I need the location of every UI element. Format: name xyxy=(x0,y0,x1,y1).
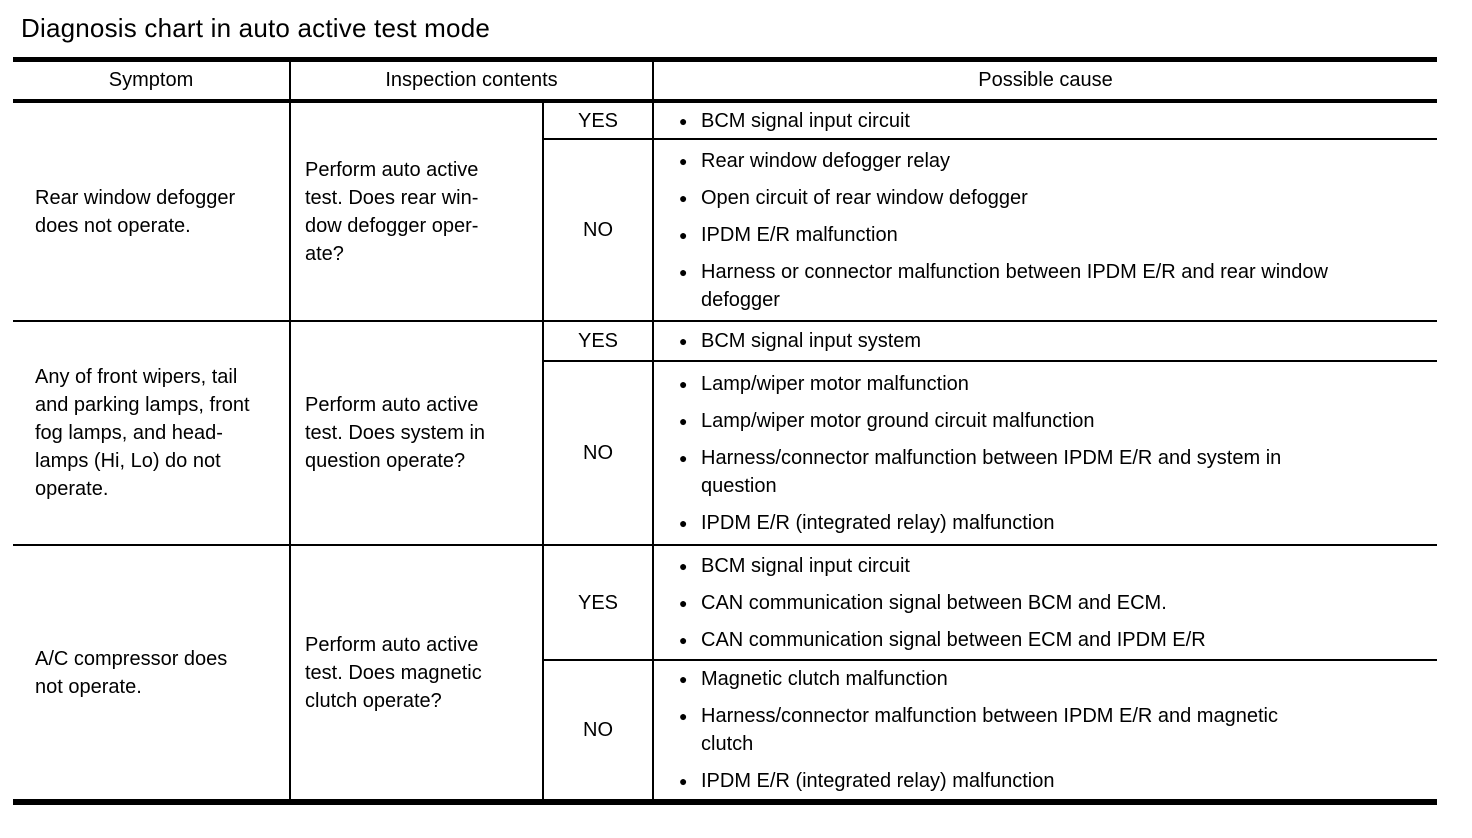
cause-item: BCM signal input circuit xyxy=(679,107,1431,135)
table-row: Rear window defogger does not operate. P… xyxy=(13,100,1437,321)
possible-cause-cell: Rear window defogger relay Open circuit … xyxy=(652,138,1437,321)
inspection-cell: Perform auto active test. Does magnetic … xyxy=(289,544,543,802)
possible-cause-cell: Lamp/wiper motor malfunction Lamp/wiper … xyxy=(652,360,1437,545)
table-row: NO Rear window defogger relay Open circu… xyxy=(13,138,1437,321)
cause-item: Harness/connector malfunction between IP… xyxy=(679,444,1431,500)
cause-list: BCM signal input circuit xyxy=(679,107,1431,135)
table-row: NO Lamp/wiper motor malfunction Lamp/wip… xyxy=(13,360,1437,545)
table-row: NO Magnetic clutch malfunction Harness/c… xyxy=(13,659,1437,802)
cause-list: BCM signal input circuit CAN communicati… xyxy=(679,552,1431,654)
cause-list: BCM signal input system xyxy=(679,327,1431,355)
table-row: A/C compressor does not operate. Perform… xyxy=(13,544,1437,802)
cause-item: Rear window defogger relay xyxy=(679,147,1431,175)
cause-item: Lamp/wiper motor malfunction xyxy=(679,370,1431,398)
cause-item: Harness or connector malfunction between… xyxy=(679,258,1431,314)
diagnosis-table: Symptom Inspection contents Possible cau… xyxy=(13,57,1437,805)
cause-item: Harness/connector malfunction between IP… xyxy=(679,702,1431,758)
cause-item: IPDM E/R malfunction xyxy=(679,221,1431,249)
cause-list: Lamp/wiper motor malfunction Lamp/wiper … xyxy=(679,370,1431,537)
cause-list: Magnetic clutch malfunction Harness/conn… xyxy=(679,665,1431,795)
cause-item: IPDM E/R (integrated relay) malfunction xyxy=(679,509,1431,537)
yes-label: YES xyxy=(542,320,653,361)
possible-cause-cell: BCM signal input system xyxy=(652,320,1437,361)
inspection-cell: Perform auto active test. Does rear win-… xyxy=(289,100,543,321)
cause-item: CAN communication signal between ECM and… xyxy=(679,626,1431,654)
symptom-cell: Rear window defogger does not operate. xyxy=(13,100,290,321)
cause-item: Open circuit of rear window defogger xyxy=(679,184,1431,212)
symptom-cell: Any of front wipers, tail and parking la… xyxy=(13,320,290,545)
no-label: NO xyxy=(542,360,653,545)
page-title: Diagnosis chart in auto active test mode xyxy=(21,13,491,43)
cause-list: Rear window defogger relay Open circuit … xyxy=(679,147,1431,314)
possible-cause-cell: Magnetic clutch malfunction Harness/conn… xyxy=(652,659,1437,802)
cause-item: CAN communication signal between BCM and… xyxy=(679,589,1431,617)
cause-item: BCM signal input circuit xyxy=(679,552,1431,580)
no-label: NO xyxy=(542,138,653,321)
yes-label: YES xyxy=(542,544,653,660)
col-header-symptom: Symptom xyxy=(13,59,290,103)
cause-item: Lamp/wiper motor ground circuit malfunct… xyxy=(679,407,1431,435)
possible-cause-cell: BCM signal input circuit xyxy=(652,100,1437,139)
cause-item: BCM signal input system xyxy=(679,327,1431,355)
col-header-inspection: Inspection contents xyxy=(289,59,653,103)
header-row: Symptom Inspection contents Possible cau… xyxy=(13,59,1437,103)
possible-cause-cell: BCM signal input circuit CAN communicati… xyxy=(652,544,1437,660)
no-label: NO xyxy=(542,659,653,802)
col-header-possible-cause: Possible cause xyxy=(652,59,1437,103)
symptom-cell: A/C compressor does not operate. xyxy=(13,544,290,802)
cause-item: IPDM E/R (integrated relay) malfunction xyxy=(679,767,1431,795)
yes-label: YES xyxy=(542,100,653,139)
cause-item: Magnetic clutch malfunction xyxy=(679,665,1431,693)
table-row: Any of front wipers, tail and parking la… xyxy=(13,320,1437,545)
inspection-cell: Perform auto active test. Does system in… xyxy=(289,320,543,545)
